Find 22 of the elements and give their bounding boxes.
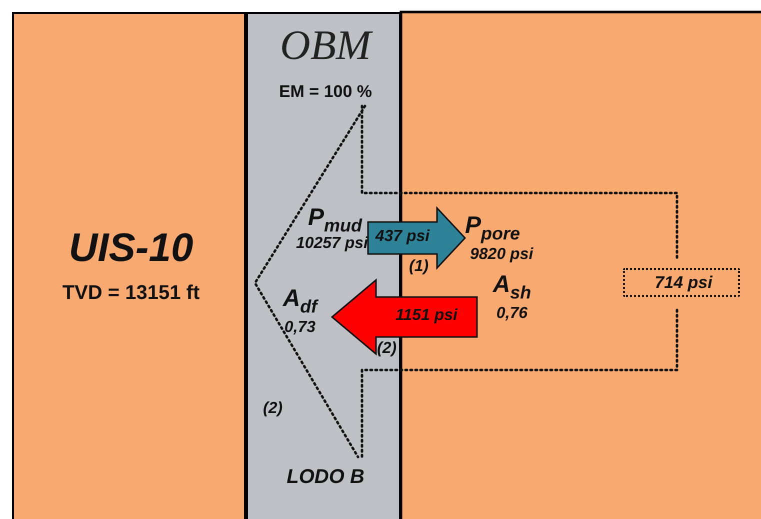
activity-symbol: A$_{df}$ xyxy=(282,285,320,318)
activity-value: 0,76 xyxy=(495,305,529,323)
activity-value: 0,73 xyxy=(283,319,317,337)
pressure-difference-box xyxy=(623,268,740,297)
activity-symbol: A$_{sh}$ xyxy=(492,271,532,304)
efficiency-text: EM = 100 % xyxy=(278,82,374,102)
depth-text: TVD = 13151 ft xyxy=(61,282,201,305)
text-title: UIS-10 xyxy=(68,226,194,271)
pressure-symbol: P$_{mud}$ xyxy=(306,204,362,236)
pressure-value: 9820 psi xyxy=(470,246,534,264)
fluid-name: OBM xyxy=(279,22,374,70)
pressure-value: 10257 psi xyxy=(294,235,368,253)
pressure-value: 714 psi xyxy=(654,273,714,293)
block-arrow xyxy=(330,278,478,356)
mud-name: LODO B xyxy=(286,466,366,489)
pressure-symbol: P$_{pore}$ xyxy=(465,212,522,244)
step-number: (2) xyxy=(263,400,283,418)
block-arrow xyxy=(367,206,466,270)
edge-label: 1151 psi xyxy=(394,307,459,325)
step-number: (1) xyxy=(409,258,429,276)
well-panel xyxy=(12,12,246,519)
step-number: (2) xyxy=(377,340,397,358)
